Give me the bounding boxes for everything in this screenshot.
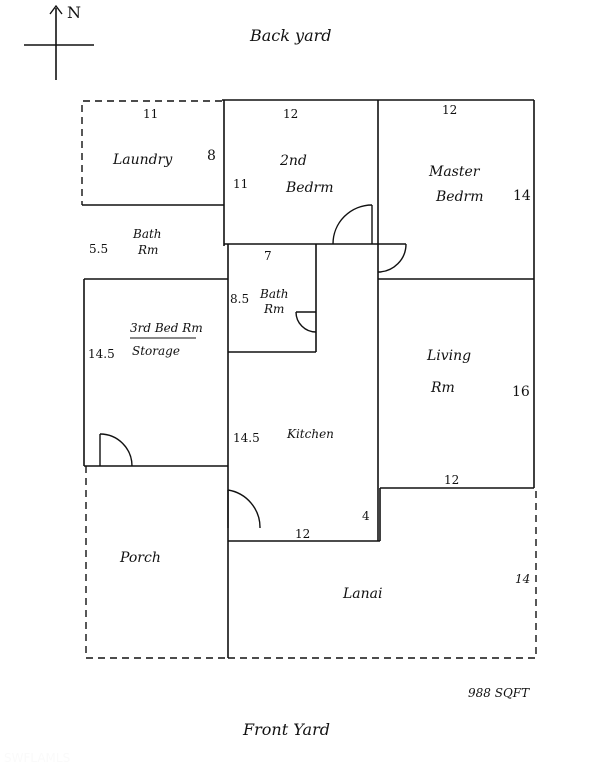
walls [82,99,535,658]
kitchen-depth-label: 14.5 [233,431,260,445]
bath-center-depth-label: 8.5 [230,292,249,306]
laundry-width-label: 11 [143,107,158,121]
master-bedroom-label-line1: Master [428,164,481,180]
second-bedroom-label-line2: Bedrm [285,180,334,196]
door-master-bedroom-icon [377,243,407,273]
bath-center-label-line1: Bath [259,287,289,301]
bath-west-depth-label: 5.5 [89,242,108,256]
living-depth-label: 16 [512,384,530,400]
kitchen-width-label: 12 [295,527,310,541]
porch-label: Porch [119,550,161,566]
bath-center-width-label: 7 [264,249,272,263]
master-width-label: 12 [442,103,457,117]
watermark-text: SWFLAMLS [4,751,70,765]
master-bedroom-label-line2: Bedrm [435,189,484,205]
north-label: N [67,3,81,22]
second-bedroom-depth-label: 11 [233,177,248,191]
door-kitchen-icon [227,489,261,529]
bath-center-label-line2: Rm [263,302,284,316]
laundry-depth-label: 8 [207,148,216,164]
second-bedroom-label-line1: 2nd [279,153,307,169]
door-second-bedroom-icon [332,204,373,245]
third-bedroom-depth-label: 14.5 [88,347,115,361]
door-third-bedroom-icon [99,433,133,467]
front-yard-label: Front Yard [242,720,330,739]
living-room-label-line1: Living [426,348,471,364]
bath-west-label-line2: Rm [137,243,158,257]
third-bedroom-label-line2: Storage [132,344,180,358]
dashed-outline [81,100,537,659]
lanai-depth-label: 14 [515,572,530,586]
laundry-label: Laundry [112,152,173,168]
door-bath-center-icon [295,311,317,333]
kitchen-label: Kitchen [286,427,334,441]
living-room-label-line2: Rm [430,380,455,396]
kitchen-step-label: 4 [362,509,370,523]
third-bedroom-label-line1: 3rd Bed Rm [130,321,203,335]
second-bedroom-width-label: 12 [283,107,298,121]
back-yard-label: Back yard [249,26,332,45]
square-footage-note: 988 SQFT [468,686,530,700]
living-width-label: 12 [444,473,459,487]
north-arrow-icon [24,4,94,80]
lanai-label: Lanai [342,586,382,602]
bath-west-label-line1: Bath [132,227,162,241]
master-depth-label: 14 [513,188,531,204]
